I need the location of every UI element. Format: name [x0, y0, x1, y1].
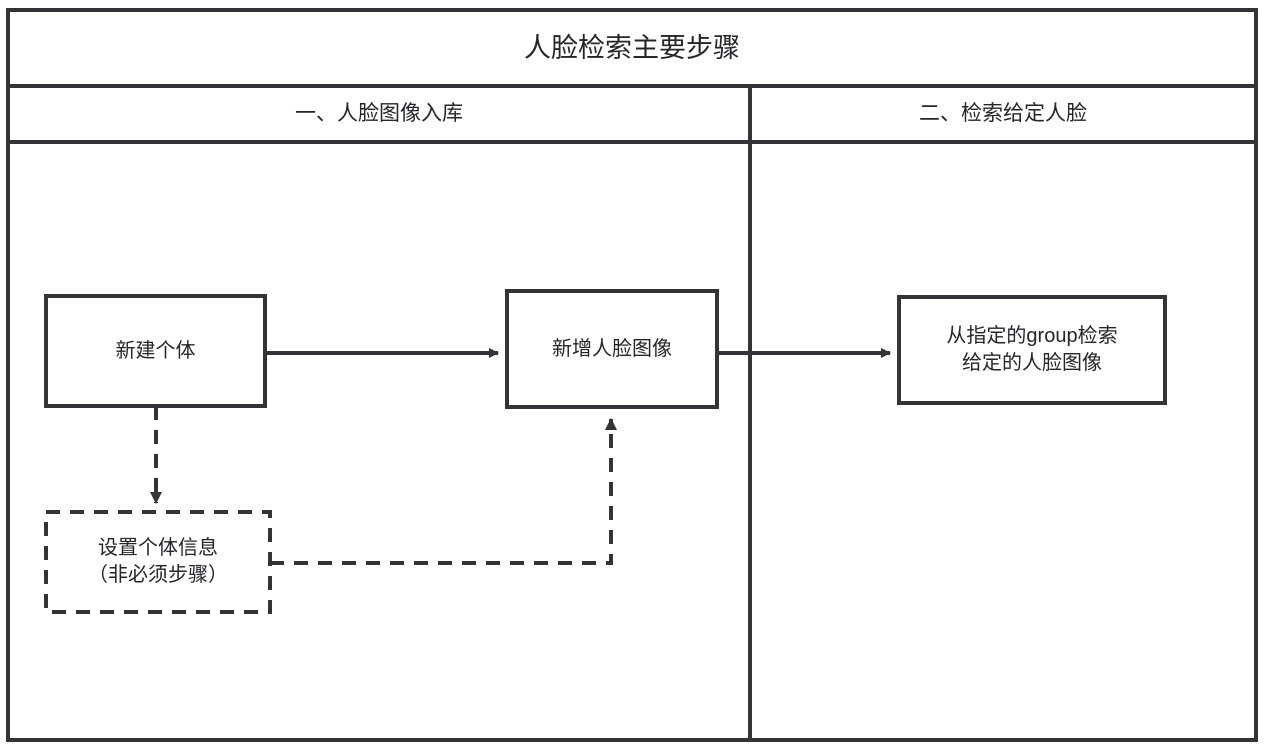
node-label-search-group: 从指定的group检索 给定的人脸图像	[946, 325, 1118, 374]
column-header-2: 二、检索给定人脸	[919, 101, 1087, 125]
outer-frame	[6, 8, 1258, 742]
node-label-new-individual: 新建个体	[115, 339, 196, 362]
node-box2	[505, 289, 719, 409]
node-label-add-face-image: 新增人脸图像	[552, 337, 672, 360]
node-label-set-individual-info: 设置个体信息 （非必须步骤）	[88, 537, 228, 586]
page-title: 人脸检索主要步骤	[524, 32, 740, 63]
node-box3	[897, 295, 1167, 405]
column-header-1: 一、人脸图像入库	[295, 101, 463, 125]
node-box1	[44, 294, 267, 408]
edge-dbox-box2	[270, 418, 617, 565]
